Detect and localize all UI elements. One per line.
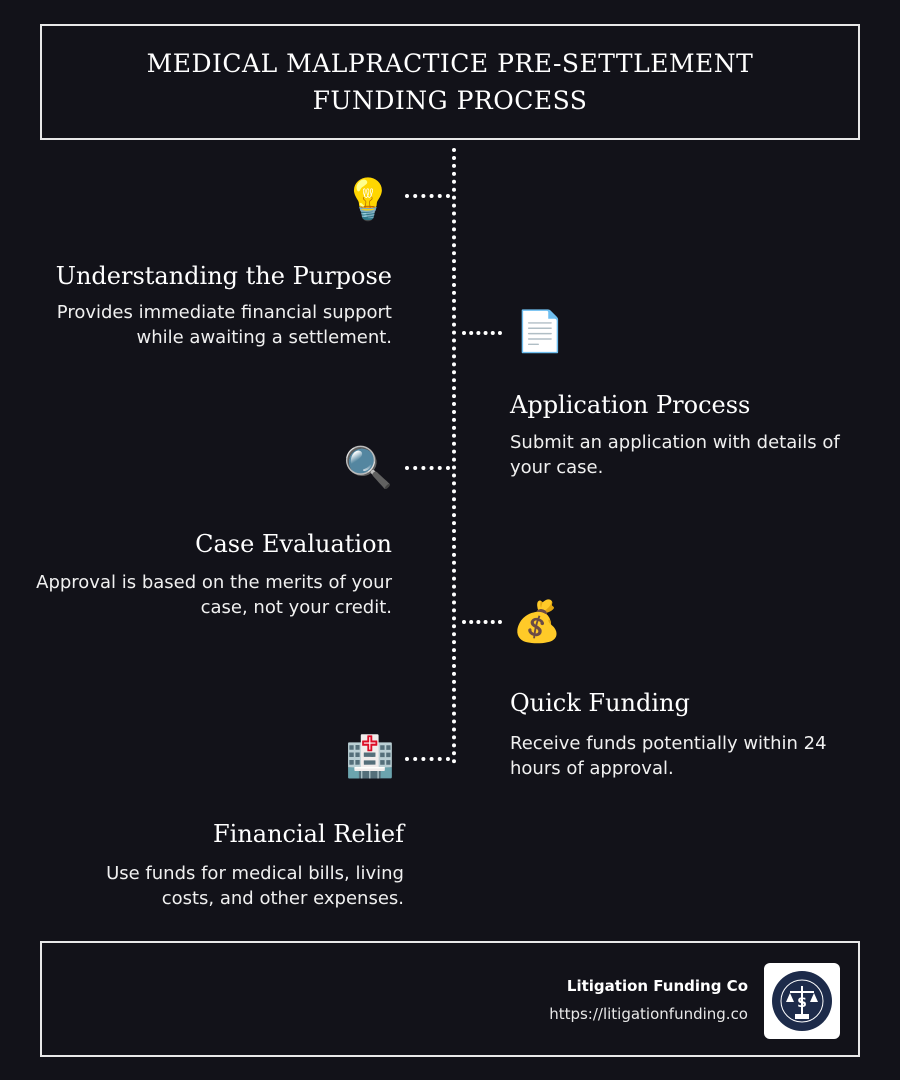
company-logo: $ (764, 963, 840, 1039)
money-bag-icon: 💰 (512, 599, 562, 645)
step-desc: Submit an application with details of yo… (510, 432, 840, 478)
title-box: Medical Malpractice Pre-Settlement Fundi… (40, 24, 860, 140)
step-title: Quick Funding (510, 689, 690, 717)
connector (405, 466, 450, 470)
step-desc: Approval is based on the merits of your … (36, 572, 392, 618)
company-name: Litigation Funding Co (566, 977, 748, 995)
page-title: Medical Malpractice Pre-Settlement Fundi… (146, 49, 754, 115)
connector (405, 757, 450, 761)
document-icon: 📄 (515, 309, 565, 355)
timeline-line (452, 148, 456, 764)
step-title: Financial Relief (213, 820, 404, 848)
magnifying-glass-icon: 🔍 (343, 445, 393, 491)
step-title: Case Evaluation (195, 530, 392, 558)
connector (405, 194, 450, 198)
step-desc: Provides immediate financial support whi… (56, 302, 392, 348)
hospital-icon: 🏥 (345, 734, 395, 780)
step-desc: Receive funds potentially within 24 hour… (510, 733, 827, 779)
step-title: Understanding the Purpose (55, 262, 392, 290)
step-desc: Use funds for medical bills, living cost… (106, 863, 404, 909)
scales-of-justice-icon: $ (772, 971, 832, 1031)
company-url[interactable]: https://litigationfunding.co (549, 1005, 748, 1023)
footer: Litigation Funding Co https://litigation… (40, 941, 860, 1057)
svg-text:$: $ (797, 995, 807, 1011)
connector (462, 620, 502, 624)
step-title: Application Process (510, 391, 751, 419)
light-bulb-icon: 💡 (343, 177, 393, 223)
connector (462, 331, 502, 335)
